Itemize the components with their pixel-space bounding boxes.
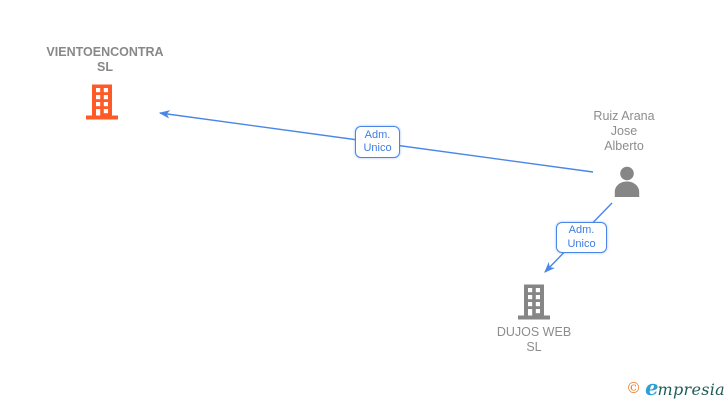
logo-letter-e: e [645,375,659,400]
edge-role-line: Unico [567,237,596,250]
edge-role-line: Adm. [568,224,595,236]
person-name-line: Alberto [604,139,644,153]
person-name-line: Jose [610,124,638,138]
copyright-icon: © [626,379,642,397]
company-label-dujos-web[interactable]: DUJOS WEB SL [474,325,594,355]
edge-role-line: Adm. [364,128,391,141]
logo-wordmark: mpresia [657,380,725,399]
edge-role-label-adm-unico[interactable]: Adm. Unico [556,222,607,253]
building-icon[interactable] [85,84,119,125]
company-name-line: SL [526,340,542,354]
company-label-vientoencontra[interactable]: VIENTOENCONTRA SL [25,45,185,75]
empresia-logo[interactable]: ©empresia [626,375,725,400]
person-name-line: Ruiz Arana [593,109,655,123]
company-name-line: VIENTOENCONTRA [46,45,164,59]
person-icon[interactable] [611,166,643,202]
edge-role-line: Unico [363,142,392,154]
person-label-ruiz-arana[interactable]: Ruiz Arana Jose Alberto [574,109,674,154]
company-name-line: DUJOS WEB [496,325,572,339]
building-icon[interactable] [517,284,551,325]
edge-role-label-adm-unico[interactable]: Adm. Unico [355,126,400,158]
company-name-line: SL [97,60,113,74]
